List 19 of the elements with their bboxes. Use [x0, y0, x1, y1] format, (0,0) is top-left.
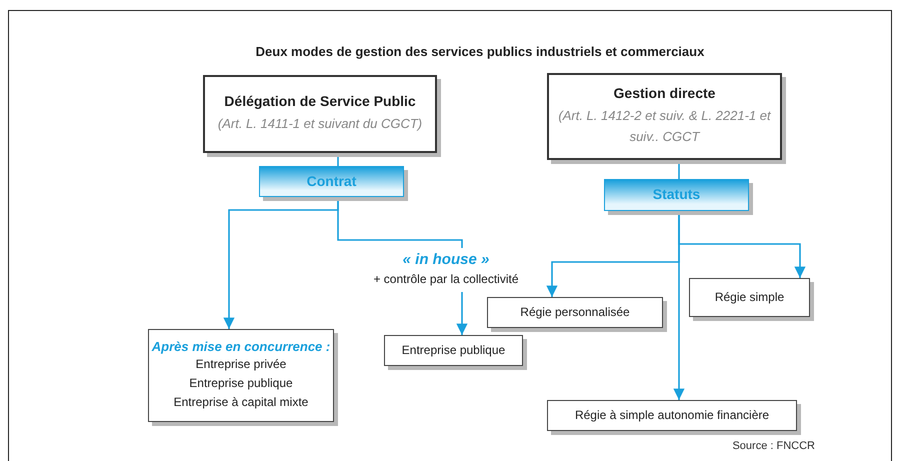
list-item: Entreprise à capital mixte — [174, 394, 308, 412]
status-label: Statuts — [652, 186, 700, 204]
source-caption: Source : FNCCR — [732, 440, 815, 452]
box-heading: Après mise en concurrence : — [152, 338, 330, 355]
box-label: Régie simple — [714, 288, 784, 306]
diagram-title: Deux modes de gestion des services publics industriels et commerciaux — [254, 44, 706, 59]
box-label: Entreprise publique — [402, 342, 506, 359]
condition-note: + contrôle par la collectivité — [373, 270, 519, 288]
list-item: Entreprise privée — [196, 356, 286, 373]
box-label: Régie à simple autonomie financière — [574, 406, 770, 424]
arrow — [456, 292, 468, 335]
box-heading: Délégation de Service Public — [224, 92, 416, 110]
box-label: Régie personnalisée — [520, 304, 630, 321]
box-heading: Gestion directe — [614, 84, 716, 102]
status-label: Contrat — [306, 172, 356, 190]
list-item: Entreprise publique — [189, 375, 293, 392]
condition-label: « in house » — [402, 251, 490, 270]
article-reference: (Art. L. 1412-2 et suiv. & L. 2221-1 et suiv.. CGCT — [557, 107, 772, 146]
article-reference: (Art. L. 1411-1 et suivant du CGCT) — [218, 115, 422, 134]
